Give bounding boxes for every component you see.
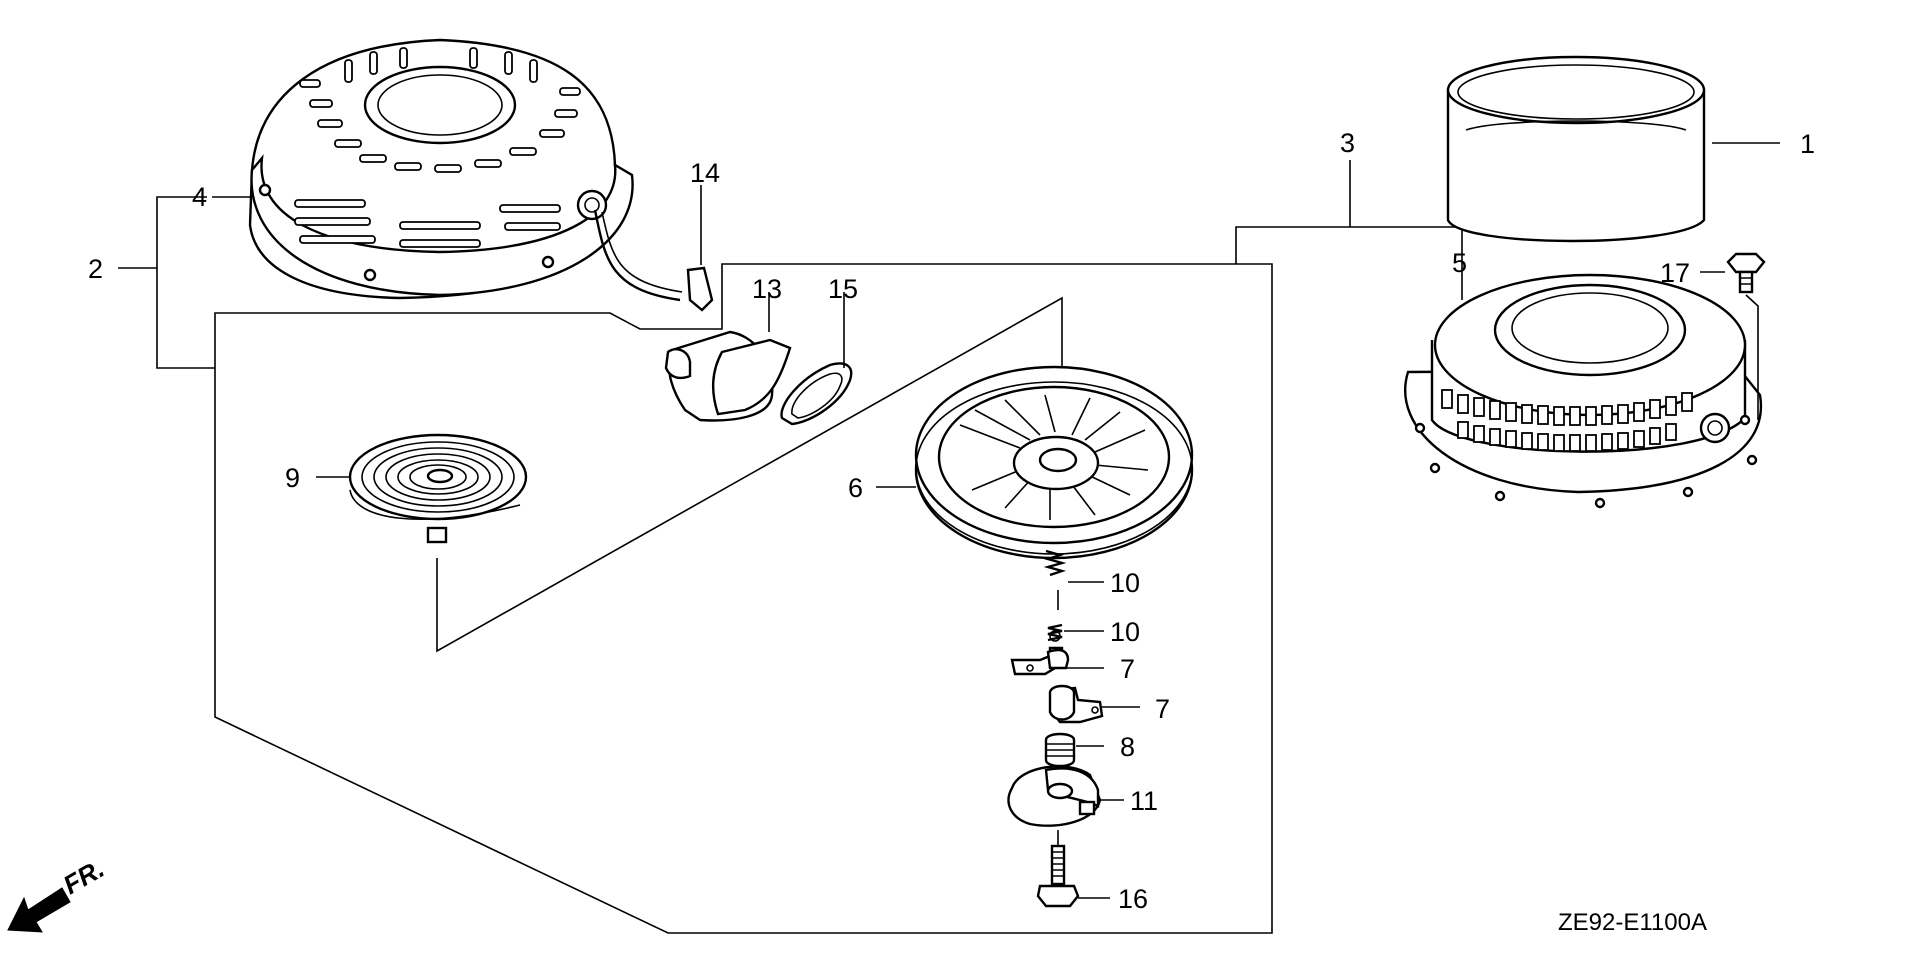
starter-case-part-5: [1404, 273, 1763, 509]
callout-4: 4: [192, 182, 207, 212]
friction-plate-part-11: [1007, 765, 1102, 846]
recoil-spring-part-9: [348, 296, 1063, 653]
callout-10a: 10: [1110, 568, 1140, 598]
friction-spring-part-8: [1044, 732, 1076, 768]
callout-7b: 7: [1155, 694, 1170, 724]
center-screw-part-16: [1036, 844, 1080, 908]
case-vent-slots: [294, 47, 581, 248]
callout-14: 14: [690, 158, 720, 188]
callout-13: 13: [752, 274, 782, 304]
front-direction-label: FR.: [58, 853, 109, 900]
bracket-assembly-2: [118, 196, 1273, 934]
callout-15: 15: [828, 274, 858, 304]
starter-rope-part-14: [593, 185, 714, 312]
diagram-code: ZE92-E1100A: [1558, 909, 1707, 936]
callout-1: 1: [1800, 129, 1815, 159]
starter-grip-part-13: [664, 292, 792, 422]
bracket-assembly-3: [1235, 160, 1463, 280]
callout-8: 8: [1120, 732, 1135, 762]
spring-part-10a: [1043, 549, 1067, 610]
callout-labels: 1 2 3 4 5 6 7 7 8 9 10 10 11 13 14 15 16…: [88, 128, 1815, 914]
flange-bolt-part-17: [1726, 252, 1766, 420]
reel-part-6: [914, 365, 1194, 560]
leader-lines: [316, 142, 1780, 899]
callout-10b: 10: [1110, 617, 1140, 647]
callout-5: 5: [1452, 248, 1467, 278]
callout-16: 16: [1118, 884, 1148, 914]
band-ring-part-1: [1446, 55, 1706, 243]
callout-17: 17: [1660, 258, 1690, 288]
front-arrow-icon: [7, 887, 71, 933]
callout-6: 6: [848, 473, 863, 503]
grip-insert-part-15: [780, 292, 853, 426]
ratchet-part-7b: [1048, 684, 1104, 724]
callout-7a: 7: [1120, 654, 1135, 684]
ratchet-part-7a: [1010, 646, 1070, 676]
callout-11: 11: [1130, 786, 1158, 816]
case-5-vent-slots: [1441, 389, 1693, 452]
callout-2: 2: [88, 254, 103, 284]
callout-3: 3: [1340, 128, 1355, 158]
spring-part-10b: [1047, 623, 1063, 642]
front-direction-indicator: FR.: [7, 853, 109, 933]
starter-case-part-4: [248, 38, 634, 300]
callout-9: 9: [285, 463, 300, 493]
